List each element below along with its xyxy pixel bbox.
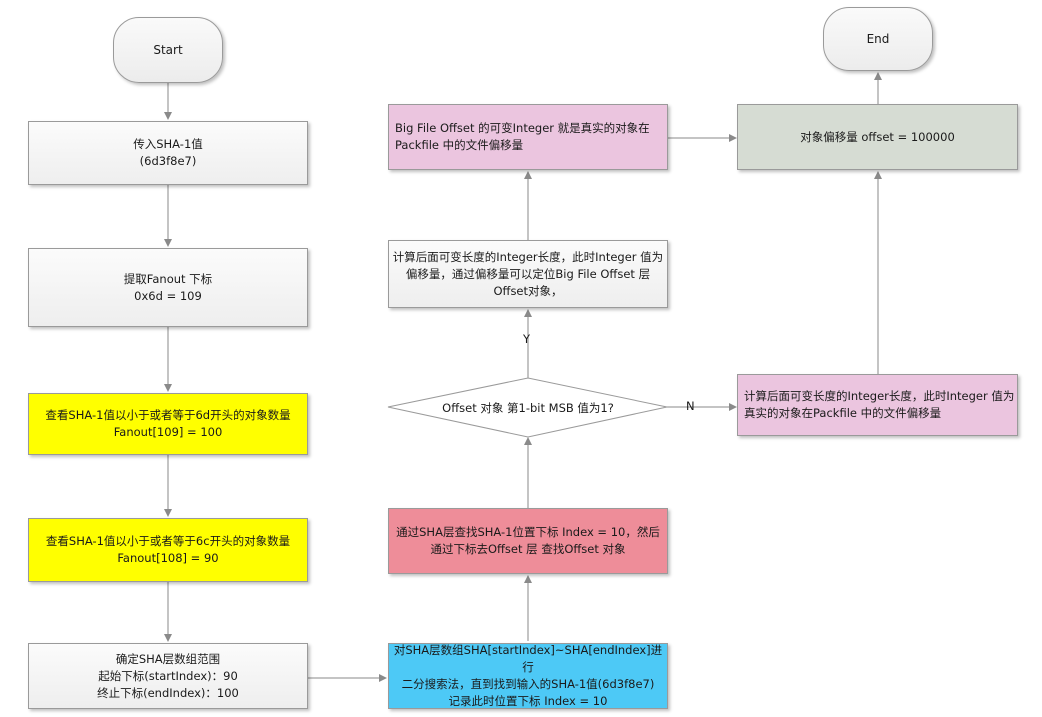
calc-big-line1: 计算后面可变长度的Integer长度，此时Integer 值为 — [392, 249, 664, 264]
decision-diamond — [387, 377, 668, 438]
no-label: N — [686, 399, 695, 413]
range-line1: 确定SHA层数组范围 — [115, 651, 221, 666]
yes-label: Y — [523, 332, 531, 346]
bigfile-offset-node: Big File Offset 的可变Integer 就是真实的对象在 Pack… — [388, 104, 668, 170]
bigfile-line2: Packfile 中的文件偏移量 — [395, 138, 524, 152]
pass-sha-node: 传入SHA-1值 (6d3f8e7) — [28, 121, 308, 185]
fanout-line1: 提取Fanout 下标 — [123, 271, 213, 286]
pass-sha-line2: (6d3f8e7) — [139, 154, 197, 168]
count6d-line2: Fanout[109] = 100 — [113, 425, 223, 439]
calc-real-offset-node: 计算后面可变长度的Integer长度，此时Integer 值为 真实的对象在Pa… — [737, 374, 1018, 436]
shalookup-line1: 通过SHA层查找SHA-1位置下标 Index = 10，然后 — [396, 525, 660, 539]
calc-big-line3: Offset对象， — [493, 283, 563, 298]
start-label: Start — [153, 43, 183, 57]
count6c-node: 查看SHA-1值以小于或者等于6c开头的对象数量 Fanout[108] = 9… — [28, 518, 308, 582]
sha-lookup-node: 通过SHA层查找SHA-1位置下标 Index = 10，然后 通过下标去Off… — [388, 508, 668, 574]
bigfile-line1: Big File Offset 的可变Integer 就是真实的对象在 — [395, 121, 650, 135]
count6d-line1: 查看SHA-1值以小于或者等于6d开头的对象数量 — [45, 408, 291, 422]
shalookup-line2: 通过下标去Offset 层 查找Offset 对象 — [430, 542, 626, 556]
binary-search-node: 对SHA层数组SHA[startIndex]~SHA[endIndex]进行 二… — [388, 643, 668, 709]
start-terminal: Start — [113, 17, 223, 83]
binsearch-line3: 记录此时位置下标 Index = 10 — [448, 694, 608, 708]
decision-label: Offset 对象 第1-bit MSB 值为1? — [442, 401, 614, 415]
calc-big-line2: 偏移量，通过偏移量可以定位Big File Offset 层 — [405, 266, 651, 281]
binsearch-line1: 对SHA层数组SHA[startIndex]~SHA[endIndex]进行 — [393, 643, 663, 674]
fanout-line2: 0x6d = 109 — [134, 288, 202, 303]
offset-result-text: 对象偏移量 offset = 100000 — [800, 129, 955, 144]
range-node: 确定SHA层数组范围 起始下标(startIndex)：90 终止下标(endI… — [28, 643, 308, 709]
end-terminal: End — [823, 7, 933, 71]
count6d-node: 查看SHA-1值以小于或者等于6d开头的对象数量 Fanout[109] = 1… — [28, 393, 308, 455]
range-line3: 终止下标(endIndex)：100 — [97, 685, 239, 700]
fanout-node: 提取Fanout 下标 0x6d = 109 — [28, 248, 308, 327]
calc-real-line1: 计算后面可变长度的Integer长度，此时Integer 值为 — [744, 389, 1015, 403]
end-label: End — [866, 32, 890, 46]
pass-sha-line1: 传入SHA-1值 — [133, 137, 203, 151]
binsearch-line2: 二分搜索法，直到找到输入的SHA-1值(6d3f8e7) — [401, 677, 655, 691]
range-line2: 起始下标(startIndex)：90 — [98, 668, 238, 683]
count6c-line2: Fanout[108] = 90 — [117, 551, 219, 565]
calc-bigfile-node: 计算后面可变长度的Integer长度，此时Integer 值为 偏移量，通过偏移… — [388, 240, 668, 308]
count6c-line1: 查看SHA-1值以小于或者等于6c开头的对象数量 — [45, 534, 291, 548]
offset-result-node: 对象偏移量 offset = 100000 — [737, 104, 1018, 170]
calc-real-line2: 真实的对象在Packfile 中的文件偏移量 — [744, 406, 942, 420]
